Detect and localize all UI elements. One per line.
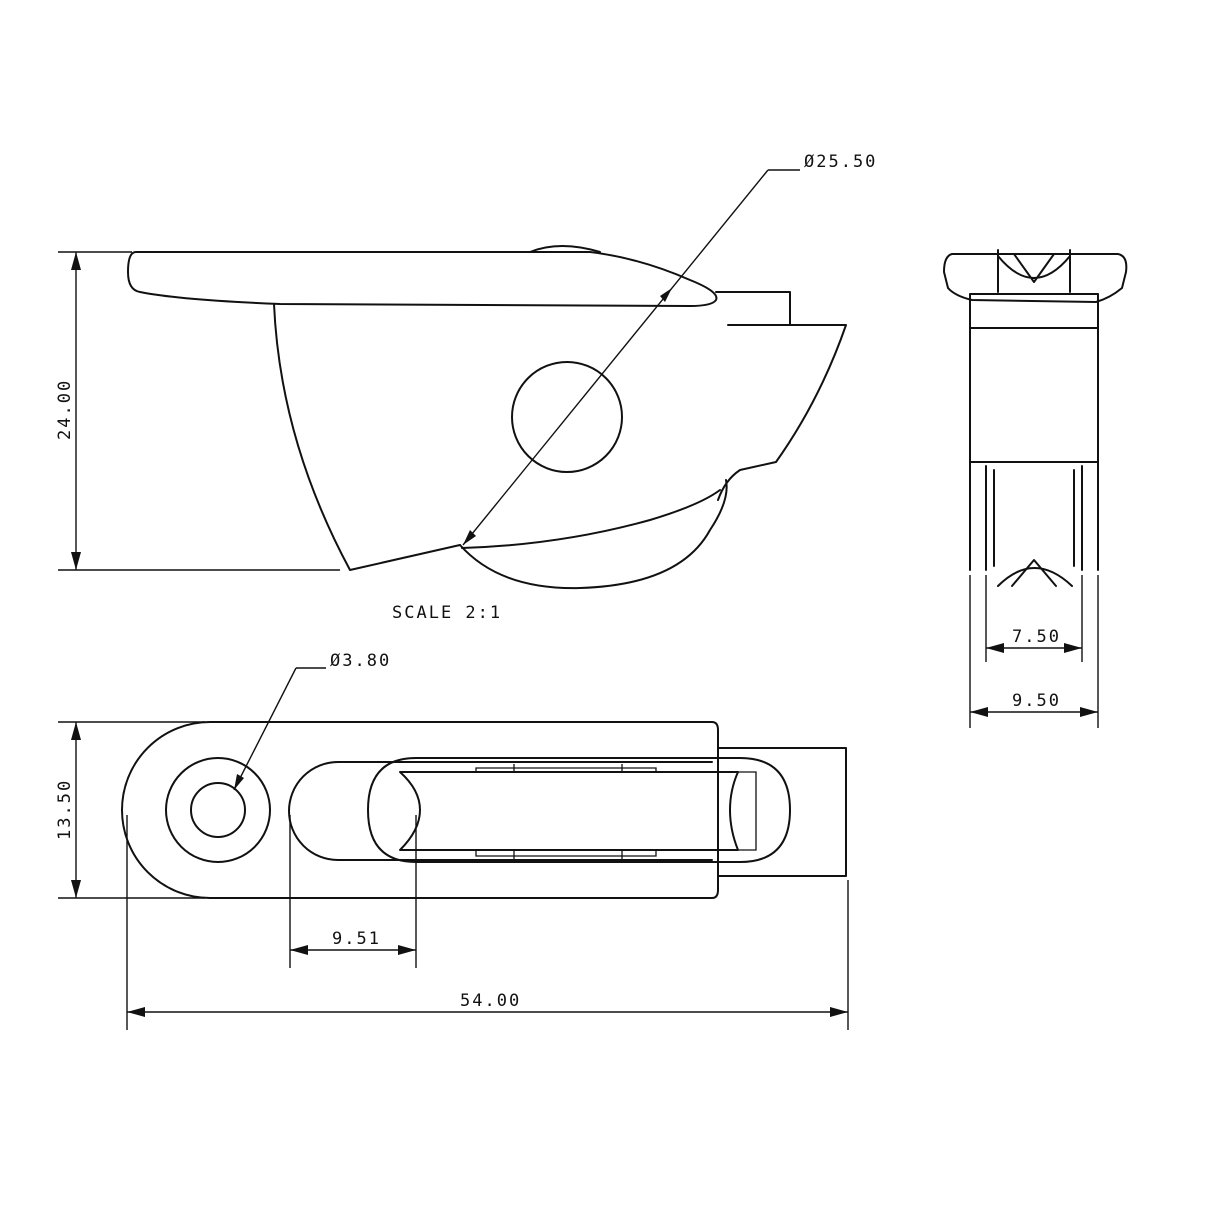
grooved-wheel — [399, 771, 739, 851]
end-wheel-top — [997, 249, 1071, 293]
arrowhead — [1080, 707, 1098, 717]
wheel-carrier — [367, 757, 791, 863]
slot-outline — [288, 761, 713, 861]
hole-boss — [165, 757, 271, 863]
arrowhead — [660, 288, 672, 302]
overall-length-label: 54.00 — [460, 991, 521, 1011]
housing-tail — [715, 291, 791, 326]
side-view: Ø25.50 24.00 SCALE 2:1 — [55, 152, 877, 623]
plate-outline — [121, 721, 719, 899]
hole-leader — [233, 667, 297, 791]
end-view: 7.50 9.50 — [943, 249, 1128, 728]
axle-circle — [511, 361, 623, 473]
arrowhead — [463, 530, 476, 545]
arrowhead — [71, 552, 81, 570]
arrowhead — [234, 774, 244, 790]
flange-plate — [127, 251, 718, 307]
tail-housing — [717, 747, 847, 877]
wheel-inner-arc — [461, 489, 721, 549]
end-body-top — [969, 293, 1099, 329]
width-label: 13.50 — [55, 779, 75, 840]
arrowhead — [830, 1007, 848, 1017]
housing-wedge — [717, 324, 847, 501]
arrowhead — [290, 945, 308, 955]
end-wheel-bottom — [985, 465, 1083, 587]
height-label: 24.00 — [55, 379, 75, 440]
wheel-width-label: 7.50 — [1012, 627, 1061, 647]
wheel-diameter-label: Ø25.50 — [804, 152, 877, 172]
arrowhead — [970, 707, 988, 717]
hole-diameter-label: Ø3.80 — [330, 651, 391, 671]
wheel-top-rim — [529, 245, 601, 253]
arrowhead — [1064, 643, 1082, 653]
arrowhead — [398, 945, 416, 955]
arrowhead — [71, 880, 81, 898]
housing-body — [273, 303, 461, 571]
arrowhead — [986, 643, 1004, 653]
arrowhead — [71, 252, 81, 270]
scale-note: SCALE 2:1 — [392, 603, 502, 623]
arrowhead — [71, 722, 81, 740]
arrowhead — [127, 1007, 145, 1017]
mount-hole — [190, 782, 246, 838]
offset-label: 9.51 — [332, 929, 381, 949]
wheel-detail — [475, 764, 757, 860]
wheel-lower-arc — [459, 479, 728, 590]
end-flange — [943, 253, 1128, 303]
body-width-label: 9.50 — [1012, 691, 1061, 711]
top-view: Ø3.80 13.50 9.51 54.00 — [55, 651, 849, 1030]
wheel-diameter-leader — [462, 169, 769, 546]
